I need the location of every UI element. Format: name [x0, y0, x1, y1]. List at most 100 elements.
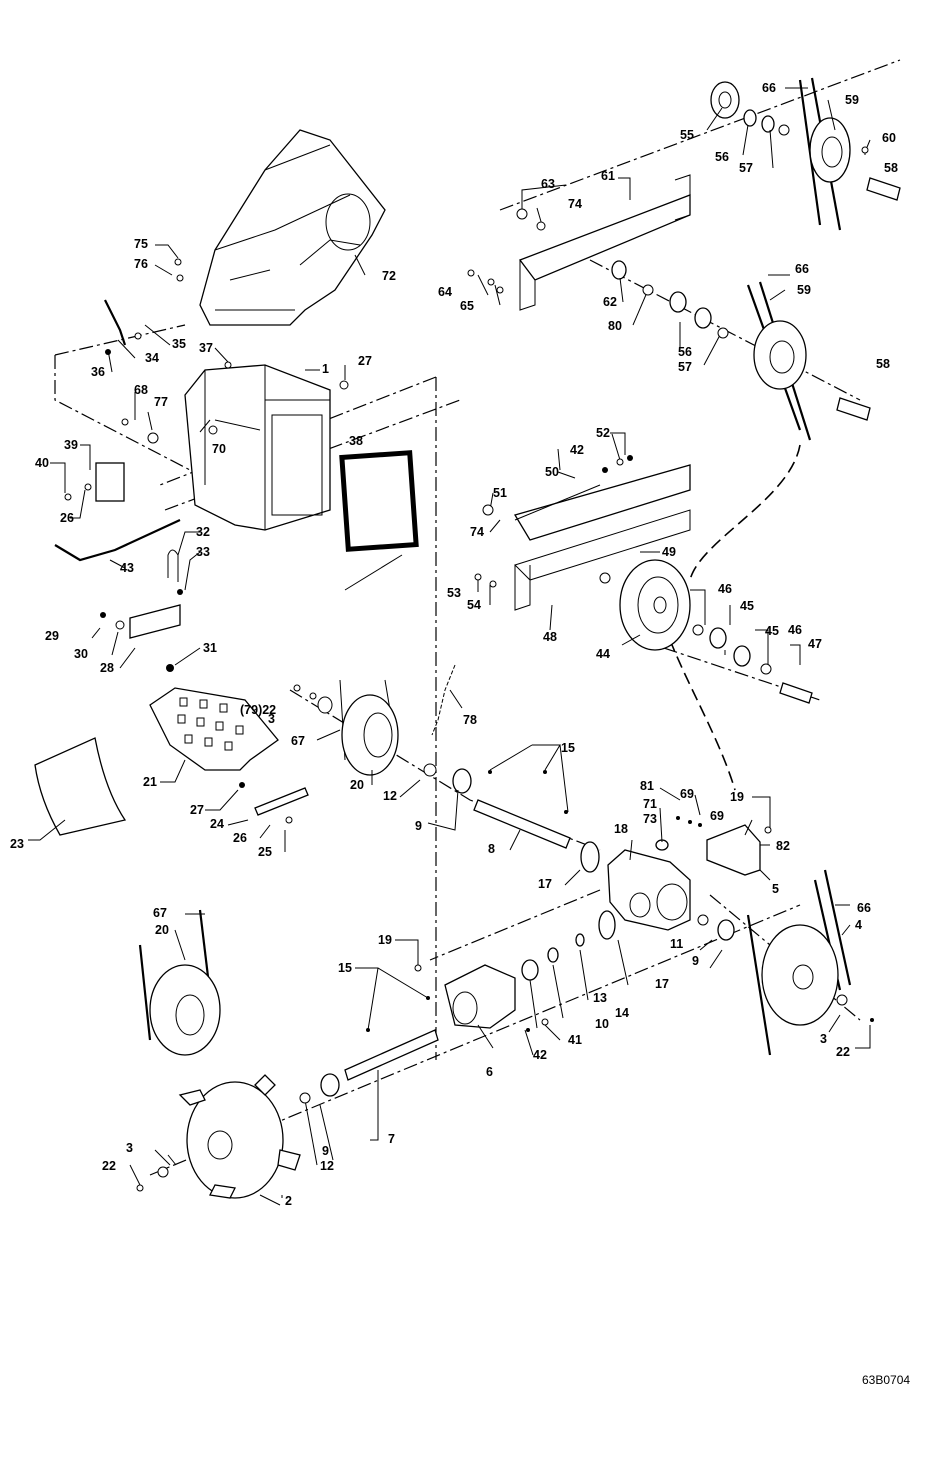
callout-labels: 1 2 3 3 3 4 5 6 7 8 9 9 9 10 11 12 12 13…	[10, 81, 898, 1208]
callout-27: 27	[358, 354, 372, 368]
callout-25: 25	[258, 845, 272, 859]
callout-66: 66	[762, 81, 776, 95]
callout-30: 30	[74, 647, 88, 661]
spacers-62-80-56-57-middle	[611, 260, 712, 329]
callout-80: 80	[608, 319, 622, 333]
callout-15: 15	[338, 961, 352, 975]
figure-reference-code: 63B0704	[862, 1373, 910, 1387]
callout-20: 20	[155, 923, 169, 937]
callout-15: 15	[561, 741, 575, 755]
callout-74: 74	[568, 197, 582, 211]
discharge-chute-72	[199, 129, 386, 326]
callout-5: 5	[772, 882, 779, 896]
belt-routing-dashed-lines	[669, 444, 801, 791]
pulley-4	[746, 869, 852, 1056]
u-bolt-32	[167, 549, 179, 582]
callout-58: 58	[884, 161, 898, 175]
hopper-housing-1	[184, 364, 331, 531]
tube-61	[518, 174, 691, 311]
callout-12: 12	[320, 1159, 334, 1173]
callout-60: 60	[882, 131, 896, 145]
callout-11: 11	[670, 937, 683, 951]
callout-81: 81	[640, 779, 654, 793]
callout-29: 29	[45, 629, 59, 643]
plate-28	[129, 604, 181, 639]
handle-rod-43	[54, 519, 181, 562]
callout-66: 66	[795, 262, 809, 276]
callout-33: 33	[196, 545, 210, 559]
callout-18: 18	[614, 822, 628, 836]
callout-22: 22	[836, 1045, 850, 1059]
callout-8: 8	[488, 842, 495, 856]
callout-32: 32	[196, 525, 210, 539]
callout-1: 1	[322, 362, 329, 376]
callout-17: 17	[538, 877, 552, 891]
callout-35: 35	[172, 337, 186, 351]
lever-34	[104, 299, 127, 346]
bolt-47	[779, 682, 813, 704]
callout-76: 76	[134, 257, 148, 271]
callout-31: 31	[203, 641, 217, 655]
screen-21	[149, 687, 279, 771]
callout-39: 39	[64, 438, 78, 452]
callout-26: 26	[60, 511, 74, 525]
callout-52: 52	[596, 426, 610, 440]
callout-9: 9	[415, 819, 422, 833]
pulley-59-middle	[746, 281, 812, 441]
callout-68: 68	[134, 383, 148, 397]
callout-74: 74	[470, 525, 484, 539]
callout-69: 69	[680, 787, 694, 801]
callout-14: 14	[615, 1006, 629, 1020]
liner-23	[34, 737, 127, 836]
pulley-20-lower	[138, 909, 221, 1056]
gasket-38	[339, 450, 419, 552]
callout-47: 47	[808, 637, 822, 651]
callout-19: 19	[730, 790, 744, 804]
callout-63: 63	[541, 177, 555, 191]
callout-55: 55	[680, 128, 694, 142]
callout-59: 59	[845, 93, 859, 107]
callout-13: 13	[593, 991, 607, 1005]
callout-46: 46	[788, 623, 802, 637]
callout-34: 34	[145, 351, 159, 365]
callout-72: 72	[382, 269, 396, 283]
callout-26: 26	[233, 831, 247, 845]
callout-58: 58	[876, 357, 890, 371]
gear-17-upper	[580, 841, 600, 873]
bearings-56-top	[743, 109, 775, 133]
callout-61: 61	[601, 169, 615, 183]
shaft-8	[452, 768, 571, 849]
callout-21: 21	[143, 775, 157, 789]
callout-66: 66	[857, 901, 871, 915]
bolt-58-middle	[836, 397, 871, 421]
callout-36: 36	[91, 365, 105, 379]
callout-22: 22	[102, 1159, 116, 1173]
impeller-2	[178, 1074, 301, 1199]
callout-3: 3	[268, 712, 275, 726]
callout-62: 62	[603, 295, 617, 309]
callout-69: 69	[710, 809, 724, 823]
callout-82: 82	[776, 839, 790, 853]
callout-19: 19	[378, 933, 392, 947]
callout-75: 75	[134, 237, 148, 251]
callout-38: 38	[349, 434, 363, 448]
idler-pulley-44	[619, 559, 691, 651]
fastener-marks	[64, 124, 874, 1192]
callout-56: 56	[678, 345, 692, 359]
callout-57: 57	[739, 161, 753, 175]
callout-20: 20	[350, 778, 364, 792]
pulley-20-upper	[339, 679, 399, 776]
bar-24	[254, 787, 309, 816]
gearbox-18	[607, 839, 691, 931]
callout-37: 37	[199, 341, 213, 355]
callout-27: 27	[190, 803, 204, 817]
callout-42: 42	[570, 443, 584, 457]
callout-70: 70	[212, 442, 226, 456]
callout-10: 10	[595, 1017, 609, 1031]
callout-67: 67	[291, 734, 305, 748]
callout-45: 45	[765, 624, 779, 638]
callout-51: 51	[493, 486, 507, 500]
flange-55	[710, 81, 740, 119]
callout-50: 50	[545, 465, 559, 479]
